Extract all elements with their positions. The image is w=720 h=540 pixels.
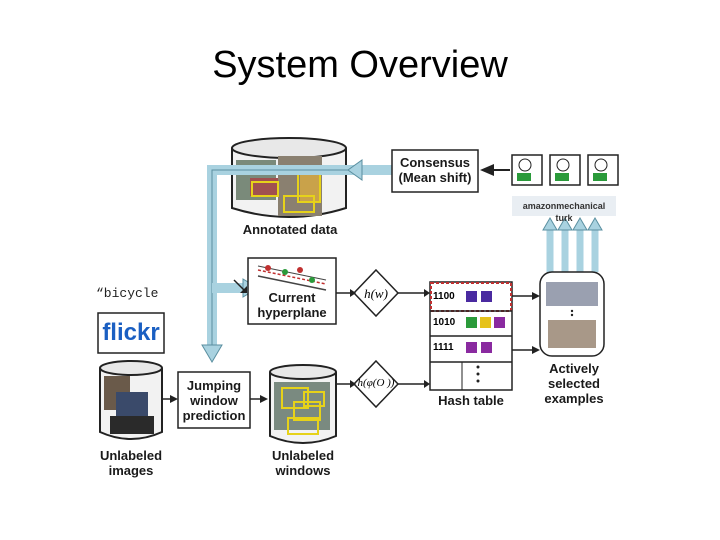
mturk-logo-text: amazonmechanical turk — [522, 201, 606, 223]
hash-w-label: h(w) — [364, 286, 388, 301]
turk-arrows — [542, 217, 603, 272]
annotated-data-label: Annotated data — [242, 222, 338, 237]
hash-table-label: Hash table — [438, 393, 504, 408]
consensus-box — [391, 149, 479, 193]
feedback-arrow — [201, 159, 392, 363]
hash-phi-label: h(φ(O )) — [357, 377, 395, 389]
actively-selected-label: Actively selected examples — [544, 361, 604, 406]
hash-diamonds — [336, 268, 430, 409]
actively-selected-box — [539, 271, 605, 357]
flickr-logo: flickr — [102, 319, 160, 346]
annotated-data-cylinder — [231, 137, 347, 218]
slide-title: System Overview — [212, 44, 508, 86]
mturk-logo — [512, 196, 616, 216]
current-hyperplane-label: Current hyperplane — [257, 290, 327, 320]
unlabeled-images-cylinder — [99, 360, 163, 440]
hash-code-1: 1100 — [433, 291, 455, 302]
unlabeled-windows-label: Unlabeled windows — [271, 448, 335, 478]
unlabeled-windows-cylinder — [269, 364, 337, 444]
hash-code-2: 1010 — [433, 317, 456, 328]
consensus-label: Consensus (Mean shift) — [398, 155, 472, 185]
query-text: “bicycle — [96, 286, 159, 301]
hash-table — [429, 281, 513, 391]
unlabeled-images-label: Unlabeled images — [99, 448, 163, 478]
hash-code-3: 1111 — [433, 342, 454, 353]
jumping-window-box — [177, 371, 251, 429]
jumping-window-label: Jumping window prediction — [182, 378, 246, 423]
current-hyperplane-box — [247, 257, 337, 325]
turker-icons — [511, 154, 619, 186]
flickr-logo-box — [97, 312, 165, 354]
